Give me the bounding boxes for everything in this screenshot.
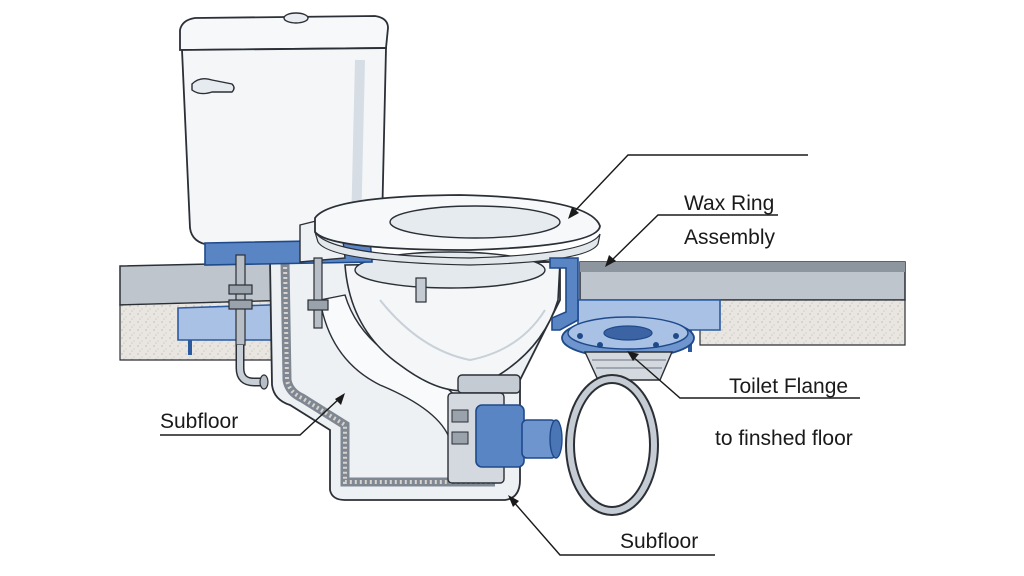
center-bolt <box>313 257 323 329</box>
toilet-flange-assembly <box>549 257 695 516</box>
toilet-seat <box>299 194 601 266</box>
tank-button <box>283 12 309 24</box>
tank-lid <box>179 15 389 51</box>
callout-leaders <box>160 154 860 556</box>
bowl-shading <box>379 299 546 362</box>
flange-bolt-hole <box>673 333 679 339</box>
wax-ring-fill <box>567 376 657 514</box>
left-bolt-nut-1 <box>228 284 253 295</box>
supply-elbow-fill <box>237 345 262 385</box>
insulation-speckle <box>283 261 495 484</box>
flange-bolt-hole <box>653 342 659 348</box>
discharge-fitting <box>447 374 563 484</box>
bowl-clip <box>415 277 427 303</box>
leader-top <box>571 154 808 215</box>
label-finished-floor: to finshed floor <box>715 427 853 450</box>
label-wax-ring: Wax Ring <box>684 192 774 215</box>
flange-bolt-hole <box>577 333 583 339</box>
flush-lever-icon <box>191 77 235 95</box>
leader-subfloor-bottom <box>511 499 715 556</box>
blue-seal-bracket <box>549 257 579 331</box>
leader-subfloor-left-arrow <box>335 393 345 405</box>
flange-bolt-hole <box>597 342 603 348</box>
leader-subfloor-left <box>160 397 341 436</box>
flange-pipe-ribs <box>592 359 666 369</box>
supply-elbow-end <box>259 374 269 390</box>
bowl-body <box>344 261 561 392</box>
leader-wax-ring <box>609 214 778 263</box>
seat-opening <box>389 205 561 239</box>
label-subfloor-bottom: Subfloor <box>620 530 698 553</box>
label-assembly: Assembly <box>684 226 776 249</box>
flange-pipe <box>583 351 674 381</box>
floor-right-band <box>580 262 905 272</box>
leader-subfloor-bottom-arrow <box>508 495 519 507</box>
closet-bolts <box>228 254 427 390</box>
leader-flange-arrow <box>627 351 639 361</box>
leader-wax-ring-arrow <box>605 255 616 267</box>
seat-front-edge <box>314 231 601 266</box>
floor-right-concrete <box>699 299 906 346</box>
label-subfloor-left: Subfloor <box>160 410 238 433</box>
toilet-trapway-cutaway <box>269 251 563 501</box>
center-bolt-nut <box>307 299 329 311</box>
label-toilet-flange: Toilet Flange <box>729 375 848 398</box>
leader-top-arrow <box>568 207 579 219</box>
left-bolt-nut-2 <box>228 299 253 310</box>
leader-flange <box>631 355 860 399</box>
flange-opening <box>603 325 653 341</box>
callout-labels: Wax Ring Assembly Toilet Flange to finsh… <box>160 192 853 553</box>
